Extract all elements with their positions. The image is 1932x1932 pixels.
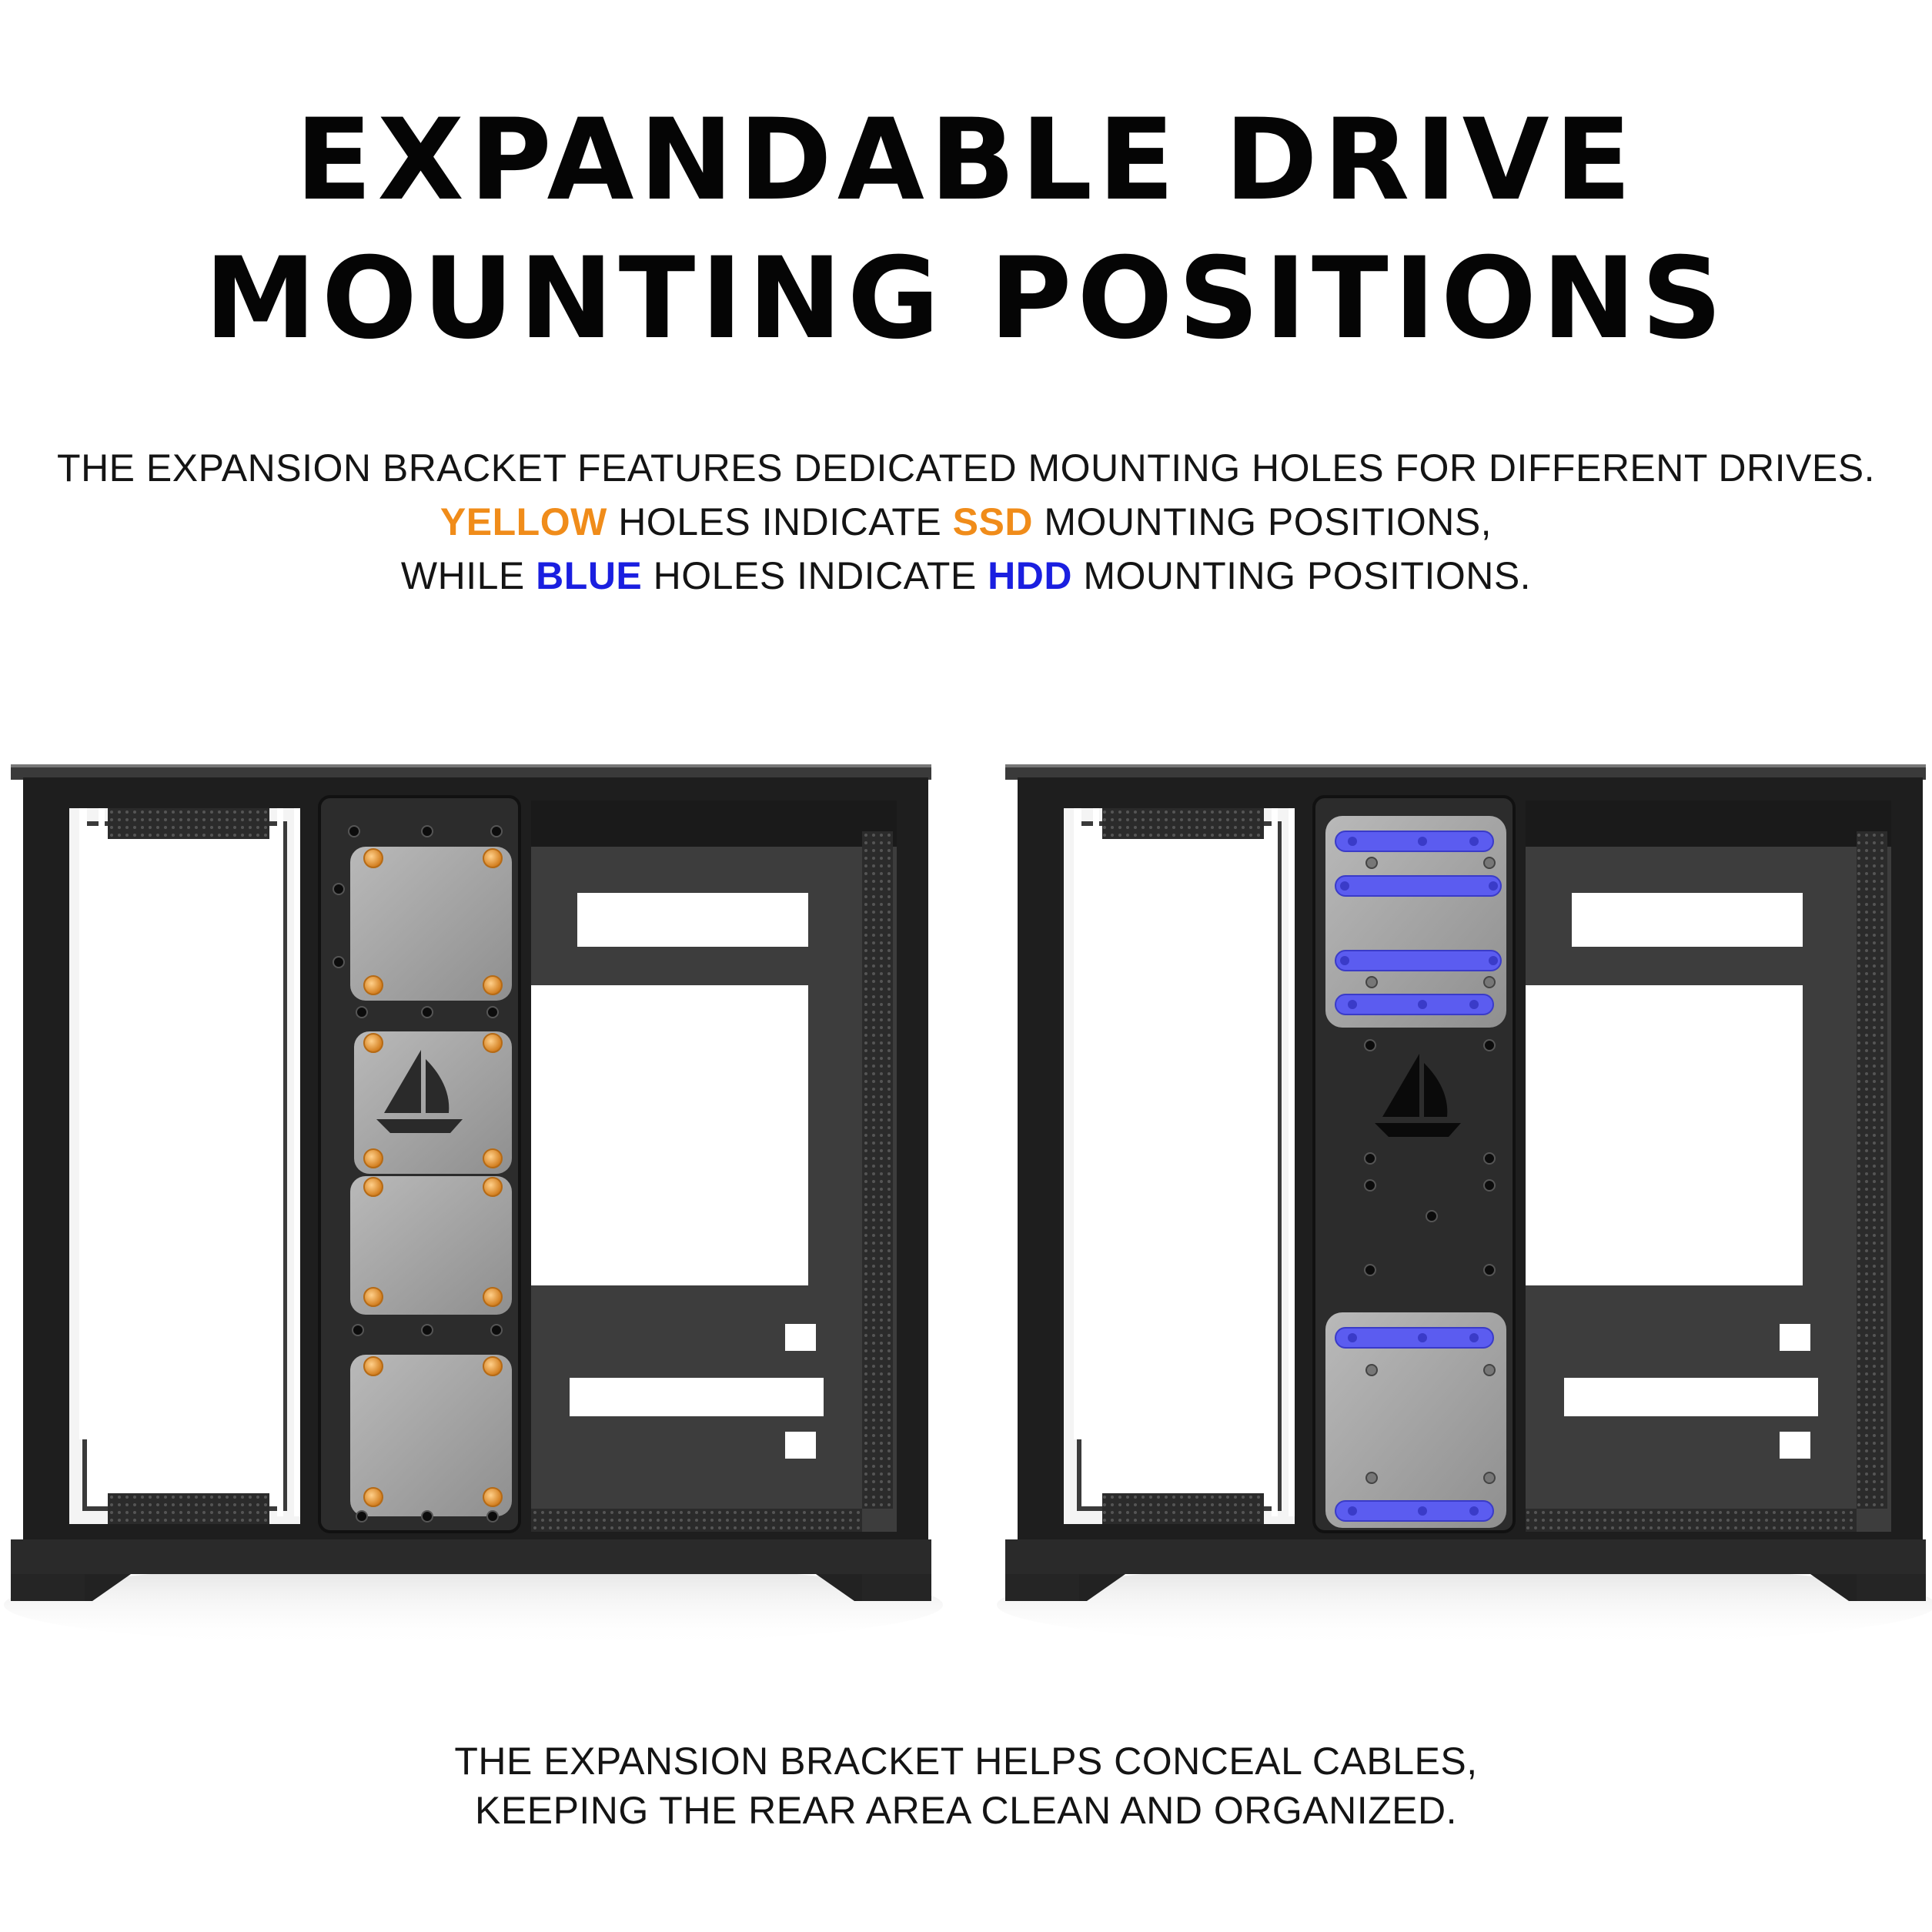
description-line-3: WHILE BLUE HOLES INDICATE HDD MOUNTING P… [0, 557, 1932, 595]
ssd-mounting-holes [363, 848, 503, 1507]
case-top [11, 764, 931, 780]
case-illustrations [4, 764, 1932, 1647]
description-text: MOUNTING POSITIONS, [1032, 500, 1492, 543]
page-title-line-2: MOUNTING POSITIONS [204, 233, 1728, 364]
gray-mounting-holes [1365, 857, 1496, 1484]
vent-slots [79, 808, 105, 1439]
description-line-1: THE EXPANSION BRACKET FEATURES DEDICATED… [57, 446, 1875, 490]
vent-slots [1074, 808, 1295, 1516]
bottom-caption-line-2: KEEPING THE REAR AREA CLEAN AND ORGANIZE… [475, 1789, 1457, 1832]
yellow-highlight: YELLOW [440, 500, 607, 543]
description-text: HOLES INDICATE [642, 554, 988, 597]
description-text: MOUNTING POSITIONS. [1071, 554, 1532, 597]
description-text: WHILE [400, 554, 536, 597]
black-mounting-holes [333, 825, 503, 1523]
case-base [11, 1539, 931, 1574]
case-top [1005, 764, 1926, 780]
black-mounting-holes [1364, 1039, 1496, 1276]
description-text: HOLES INDICATE [607, 500, 953, 543]
pc-case-hdd-bracket [997, 764, 1932, 1647]
reflection [4, 1563, 943, 1647]
hdd-mounting-bars [1335, 831, 1502, 1522]
ssd-highlight: SSD [952, 500, 1033, 543]
bottom-caption-line-1: THE EXPANSION BRACKET HELPS CONCEAL CABL… [454, 1740, 1478, 1783]
case-base [1005, 1539, 1926, 1574]
page-title-line-1: EXPANDABLE DRIVE [295, 95, 1637, 226]
hdd-mounting-holes [1340, 837, 1498, 1516]
reflection [997, 1563, 1932, 1647]
hdd-highlight: HDD [988, 554, 1072, 597]
pc-case-ssd-bracket [4, 764, 943, 1647]
blue-highlight: BLUE [536, 554, 643, 597]
description-line-2: YELLOW HOLES INDICATE SSD MOUNTING POSIT… [0, 503, 1932, 541]
